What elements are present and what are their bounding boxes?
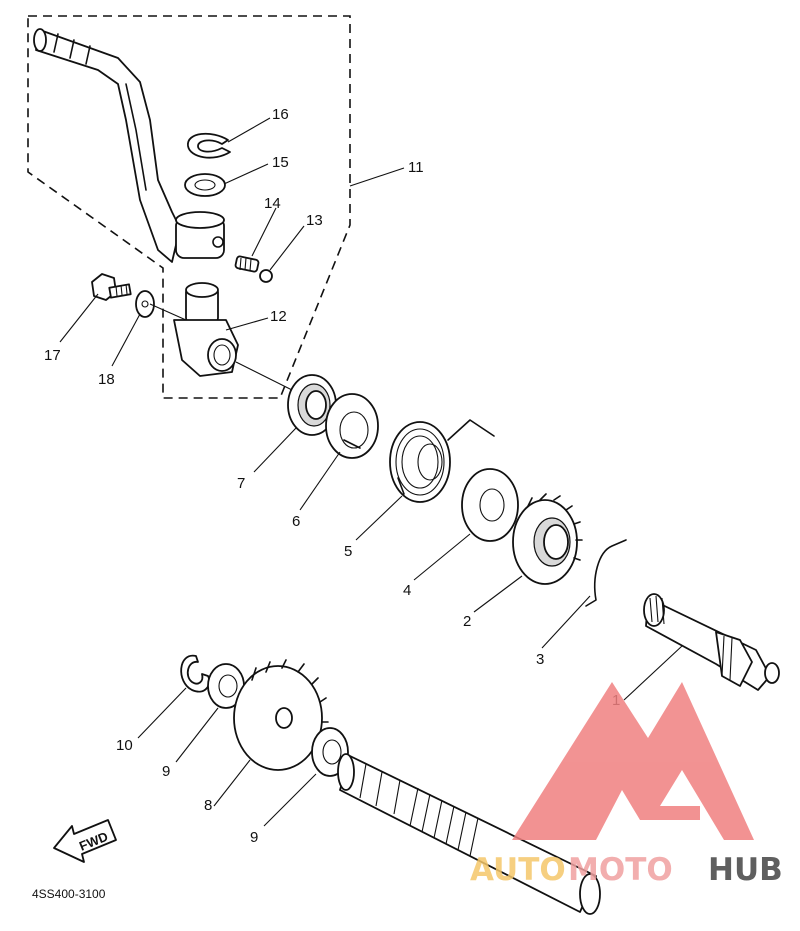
bolt-17 — [91, 273, 132, 301]
label-12: 12 — [270, 308, 287, 325]
label-6: 6 — [292, 513, 300, 530]
assembly-boundary-11 — [27, 15, 351, 399]
circlip-10 — [180, 654, 211, 693]
label-18: 18 — [98, 371, 115, 388]
label-15: 15 — [272, 154, 289, 171]
label-4: 4 — [403, 582, 411, 599]
label-13: 13 — [306, 212, 323, 229]
washer-18 — [135, 290, 155, 318]
washer-15 — [184, 173, 226, 197]
label-8: 8 — [204, 797, 212, 814]
label-9-lower: 9 — [250, 829, 258, 846]
idle-gear-8 — [233, 659, 329, 771]
oil-seal-7 — [287, 374, 337, 436]
leader-lines — [59, 117, 683, 827]
label-2: 2 — [463, 613, 471, 630]
ball-13 — [259, 269, 273, 283]
watermark-mark-icon — [512, 682, 754, 840]
watermark-hub: HUB — [708, 852, 783, 888]
label-7: 7 — [237, 475, 245, 492]
kick-axle-1 — [643, 593, 780, 691]
kick-lever — [33, 28, 225, 263]
label-5: 5 — [344, 543, 352, 560]
watermark-logo: AUTO MOTO HUB — [470, 682, 783, 888]
watermark-moto: MOTO — [568, 852, 673, 888]
clip-3 — [585, 539, 627, 607]
fwd-arrow: FWD — [53, 819, 117, 863]
torsion-spring-5 — [389, 419, 495, 503]
kick-gear-2 — [512, 493, 583, 585]
label-16: 16 — [272, 106, 289, 123]
washer-9-upper — [207, 663, 245, 709]
label-9-upper: 9 — [162, 763, 170, 780]
watermark-auto: AUTO — [470, 852, 566, 888]
label-14: 14 — [264, 195, 281, 212]
label-17: 17 — [44, 347, 61, 364]
washer-4 — [461, 468, 519, 542]
circlip-16 — [187, 132, 231, 159]
label-3: 3 — [536, 651, 544, 668]
label-11: 11 — [408, 159, 424, 176]
collar-6 — [325, 393, 379, 459]
label-10: 10 — [116, 737, 133, 754]
kick-boss-12 — [173, 282, 239, 377]
drawing-code: 4SS400-3100 — [32, 887, 106, 901]
set-screw-14 — [234, 255, 260, 273]
main-axle — [337, 753, 601, 915]
